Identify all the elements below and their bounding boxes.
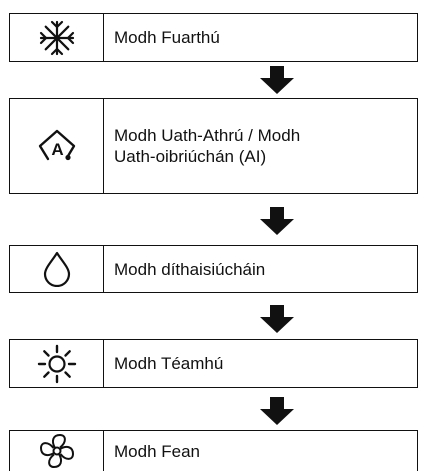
snowflake-icon [39,20,74,55]
mode-icon-cell [10,340,104,387]
fan-icon [39,434,74,468]
mode-row-fan: Modh Fean [9,430,418,471]
mode-label-line: Modh Téamhú [114,354,224,373]
down-arrow-icon [260,66,294,94]
mode-label-line: Uath-oibriúchán (AI) [114,147,267,166]
mode-label-line: Modh Uath-Athrú / Modh [114,126,301,145]
mode-icon-cell [10,431,104,471]
mode-row-cool: Modh Fuarthú [9,13,418,62]
mode-label: Modh díthaisiúcháin [104,246,417,292]
down-arrow-icon [260,207,294,235]
mode-label: Modh Fean [104,431,417,471]
auto-a-icon: A [38,129,75,161]
mode-label: Modh Uath-Athrú / Modh Uath-oibriúchán (… [104,99,417,193]
mode-icon-cell [10,246,104,292]
down-arrow-icon [260,397,294,425]
mode-label-line: Modh díthaisiúcháin [114,259,266,279]
mode-row-dry: Modh díthaisiúcháin [9,245,418,293]
mode-label: Modh Téamhú [104,340,417,387]
mode-label: Modh Fuarthú [104,14,417,61]
water-drop-icon [43,251,70,287]
mode-icon-cell [10,14,104,61]
mode-row-heat: Modh Téamhú [9,339,418,388]
svg-text:A: A [51,140,63,159]
mode-label-line: Modh Fean [114,441,200,461]
mode-icon-cell: A [10,99,104,193]
mode-label-line: Modh Fuarthú [114,28,220,47]
mode-row-auto: A Modh Uath-Athrú / Modh Uath-oibriúchán… [9,98,418,194]
sun-icon [37,344,76,383]
down-arrow-icon [260,305,294,333]
